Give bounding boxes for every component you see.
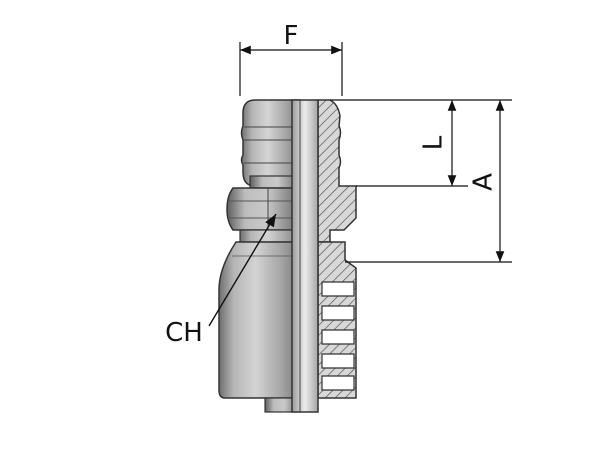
dimension-l [330, 99, 512, 187]
dimension-f [239, 42, 343, 96]
socket-ferrule [218, 241, 301, 399]
label-a: A [469, 173, 499, 191]
label-l: L [419, 135, 449, 150]
dimension-a [345, 100, 512, 263]
nipple-head [240, 99, 301, 187]
label-f: F [284, 21, 299, 51]
section-nipple [317, 99, 357, 243]
serrations [321, 281, 355, 391]
leader-ch [208, 213, 277, 327]
central-bore [291, 99, 319, 413]
label-ch: CH [165, 318, 203, 348]
fitting-exterior [218, 99, 301, 413]
fitting-section [291, 99, 357, 413]
hex-nut [226, 187, 301, 231]
collar [239, 229, 301, 243]
